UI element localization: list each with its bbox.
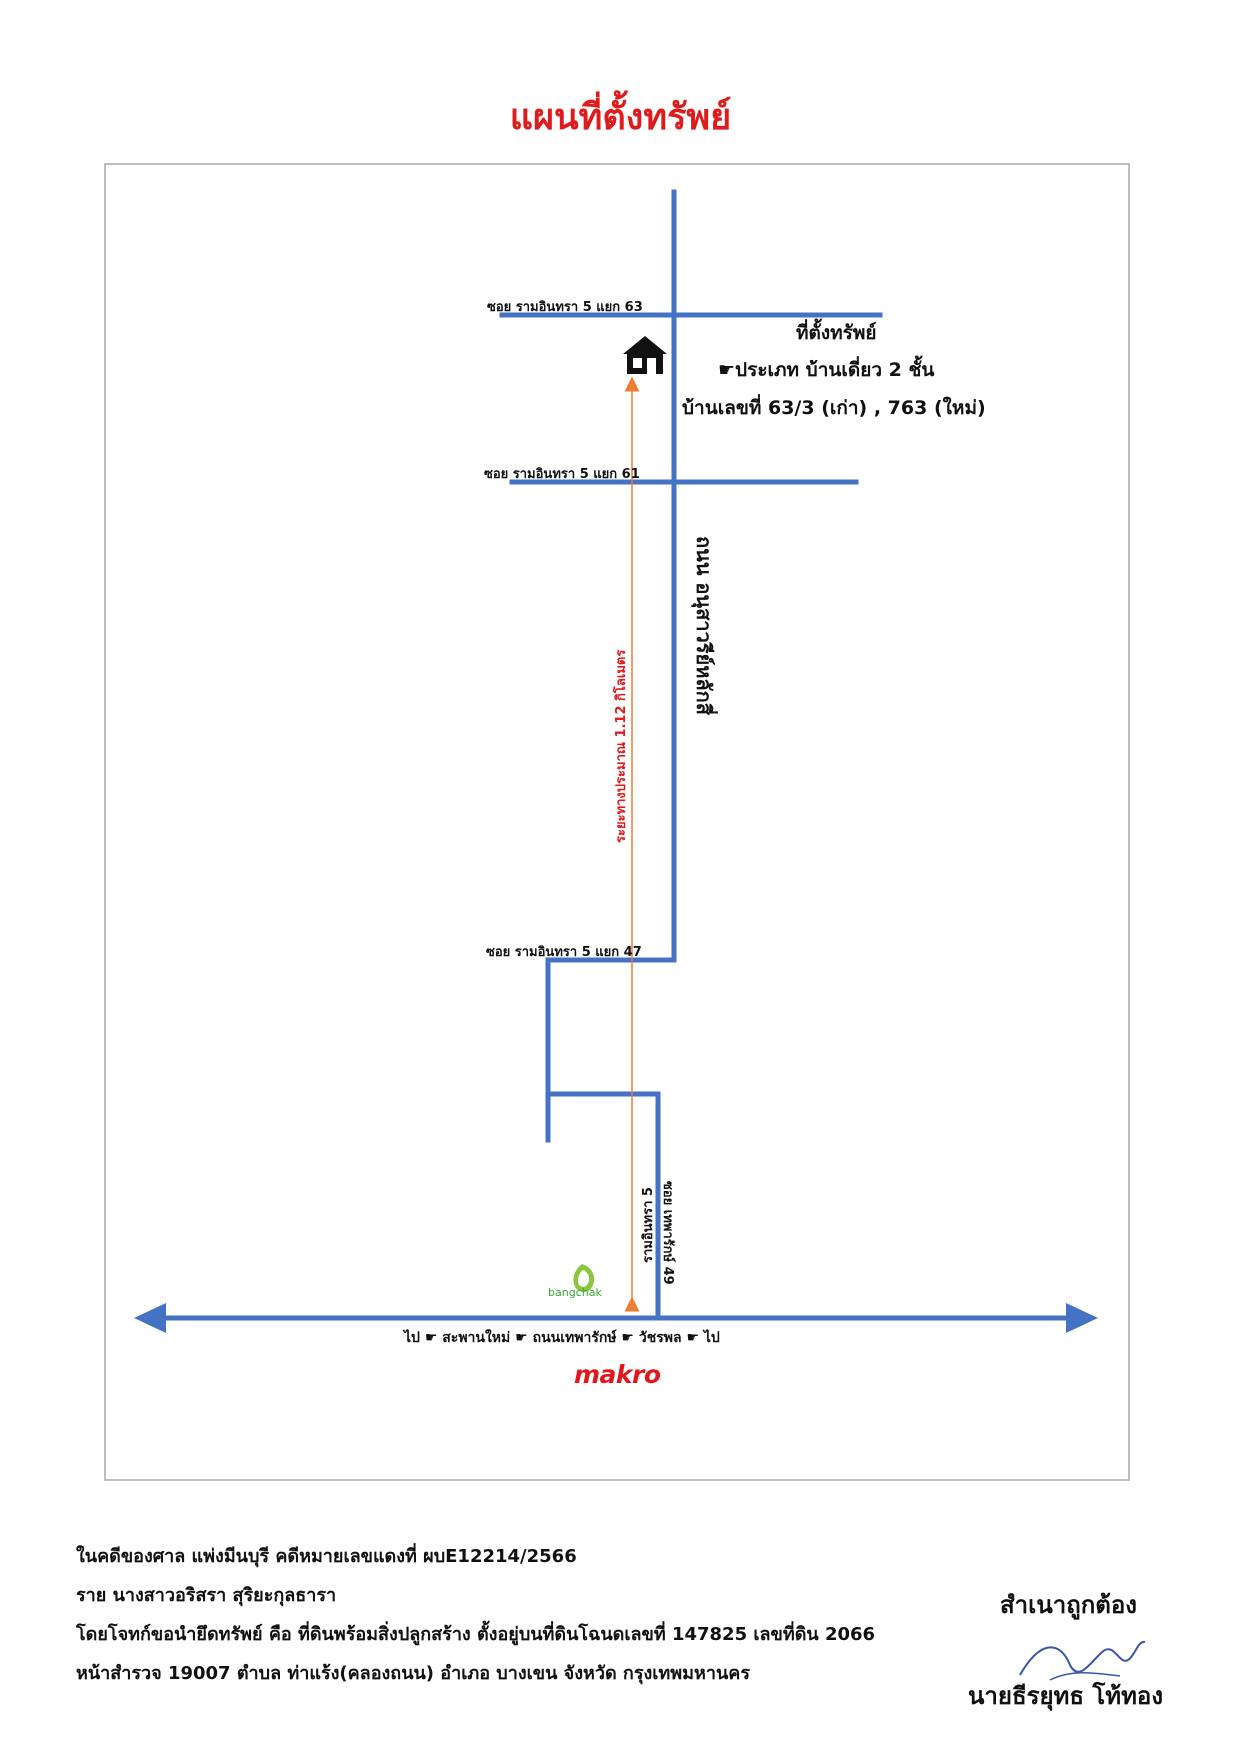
label-soi-thepharak-49: ซอย เทพารักษ์ 49 [660, 1181, 675, 1285]
page-title: แผนที่ตั้งทรัพย์ [509, 97, 732, 138]
label-property-location: ที่ตั้งทรัพย์ [796, 322, 877, 344]
signer-name: นายธีรยุทธ โท้ทอง [968, 1682, 1164, 1710]
bangchak-logo [573, 1264, 595, 1292]
makro-logo: makro [574, 1360, 661, 1389]
label-main-road: ถนน อนุสาวรีย์หลักสี่ [692, 536, 716, 715]
footer-line-1: ในคดีของศาล แพ่งมีนบุรี คดีหมายเลขแดงที่… [76, 1546, 577, 1567]
pointing-hand-icon: ☛ [718, 359, 736, 381]
map-frame [104, 163, 1130, 1481]
label-distance: ระยะทางประมาณ 1.12 กิโลเมตร [614, 649, 629, 843]
signature-graphic [1019, 1640, 1146, 1681]
certified-copy: สำเนาถูกต้อง [1000, 1591, 1137, 1619]
footer-line-2: ราย นางสาวอริสรา สุริยะกุลธารา [76, 1585, 337, 1606]
property-type-text: ประเภท บ้านเดี่ยว 2 ชั้น [735, 359, 935, 381]
direction-line: ไป ☛ สะพานใหม่ ☛ ถนนเทพารักษ์ ☛ วัชรพล ☛… [404, 1327, 720, 1349]
pointing-hand-icon: ☛ [515, 1330, 533, 1346]
pointing-hand-icon: ☛ [424, 1330, 443, 1346]
direction-thepharak: ถนนเทพารักษ์ [532, 1330, 617, 1346]
label-property-type: ☛ประเภท บ้านเดี่ยว 2 ชั้น [718, 355, 934, 385]
footer-line-3: โดยโจทก์ขอนำยึดทรัพย์ คือ ที่ดินพร้อมสิ่… [76, 1624, 876, 1645]
road-arrow-left [134, 1303, 166, 1333]
pointing-hand-icon: ☛ [621, 1330, 639, 1346]
footer-line-4: หน้าสำรวจ 19007 ตำบล ท่าแร้ง(คลองถนน) อำ… [76, 1663, 751, 1684]
direction-go-left: ไป [404, 1330, 420, 1346]
house-icon [623, 336, 667, 374]
direction-watcharaphon: วัชรพล [638, 1330, 682, 1346]
road-arrow-right [1066, 1303, 1098, 1333]
label-soi-47: ซอย รามอินทรา 5 แยก 47 [486, 945, 642, 960]
label-ramindra-5: รามอินทรา 5 [641, 1187, 656, 1263]
direction-go-right: ไป [703, 1330, 720, 1346]
bangchak-label: bangchak [548, 1286, 602, 1299]
label-soi-63: ซอย รามอินทรา 5 แยก 63 [487, 300, 643, 315]
label-house-number: บ้านเลขที่ 63/3 (เก่า) , 763 (ใหม่) [682, 397, 986, 419]
label-soi-61: ซอย รามอินทรา 5 แยก 61 [484, 467, 640, 482]
direction-saphan-mai: สะพานใหม่ [442, 1330, 511, 1346]
pointing-hand-icon: ☛ [686, 1330, 704, 1346]
